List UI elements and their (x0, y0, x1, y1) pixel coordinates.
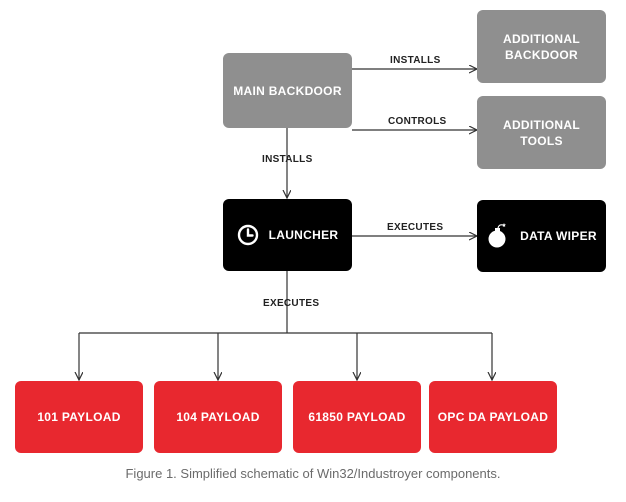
node-104-payload: 104 PAYLOAD (154, 381, 282, 453)
node-101-payload: 101 PAYLOAD (15, 381, 143, 453)
node-data-wiper-label: DATA WIPER (520, 229, 597, 243)
node-data-wiper: DATA WIPER (477, 200, 606, 272)
node-additional-backdoor-label: ADDITIONAL BACKDOOR (503, 31, 580, 62)
node-101-payload-label: 101 PAYLOAD (37, 410, 121, 424)
node-additional-tools-label: ADDITIONAL TOOLS (503, 117, 580, 148)
edge-label-installs-backdoor: INSTALLS (390, 55, 441, 66)
bomb-icon (486, 222, 510, 250)
node-additional-tools: ADDITIONAL TOOLS (477, 96, 606, 169)
node-104-payload-label: 104 PAYLOAD (176, 410, 260, 424)
node-61850-payload: 61850 PAYLOAD (293, 381, 421, 453)
node-61850-payload-label: 61850 PAYLOAD (308, 410, 406, 424)
node-launcher-label: LAUNCHER (268, 228, 339, 242)
clock-icon (237, 224, 259, 246)
edge-label-controls-tools: CONTROLS (388, 116, 447, 127)
node-main-backdoor-label: MAIN BACKDOOR (233, 83, 342, 98)
node-opc-da-payload: OPC DA PAYLOAD (429, 381, 557, 453)
edge-label-executes-payloads: EXECUTES (263, 298, 320, 309)
node-opc-da-payload-label: OPC DA PAYLOAD (437, 410, 549, 424)
node-main-backdoor: MAIN BACKDOOR (223, 53, 352, 128)
node-additional-backdoor: ADDITIONAL BACKDOOR (477, 10, 606, 83)
node-launcher: LAUNCHER (223, 199, 352, 271)
edge-label-installs-launcher: INSTALLS (262, 154, 313, 165)
figure-caption: Figure 1. Simplified schematic of Win32/… (125, 466, 501, 481)
edge-label-executes-wiper: EXECUTES (387, 222, 444, 233)
